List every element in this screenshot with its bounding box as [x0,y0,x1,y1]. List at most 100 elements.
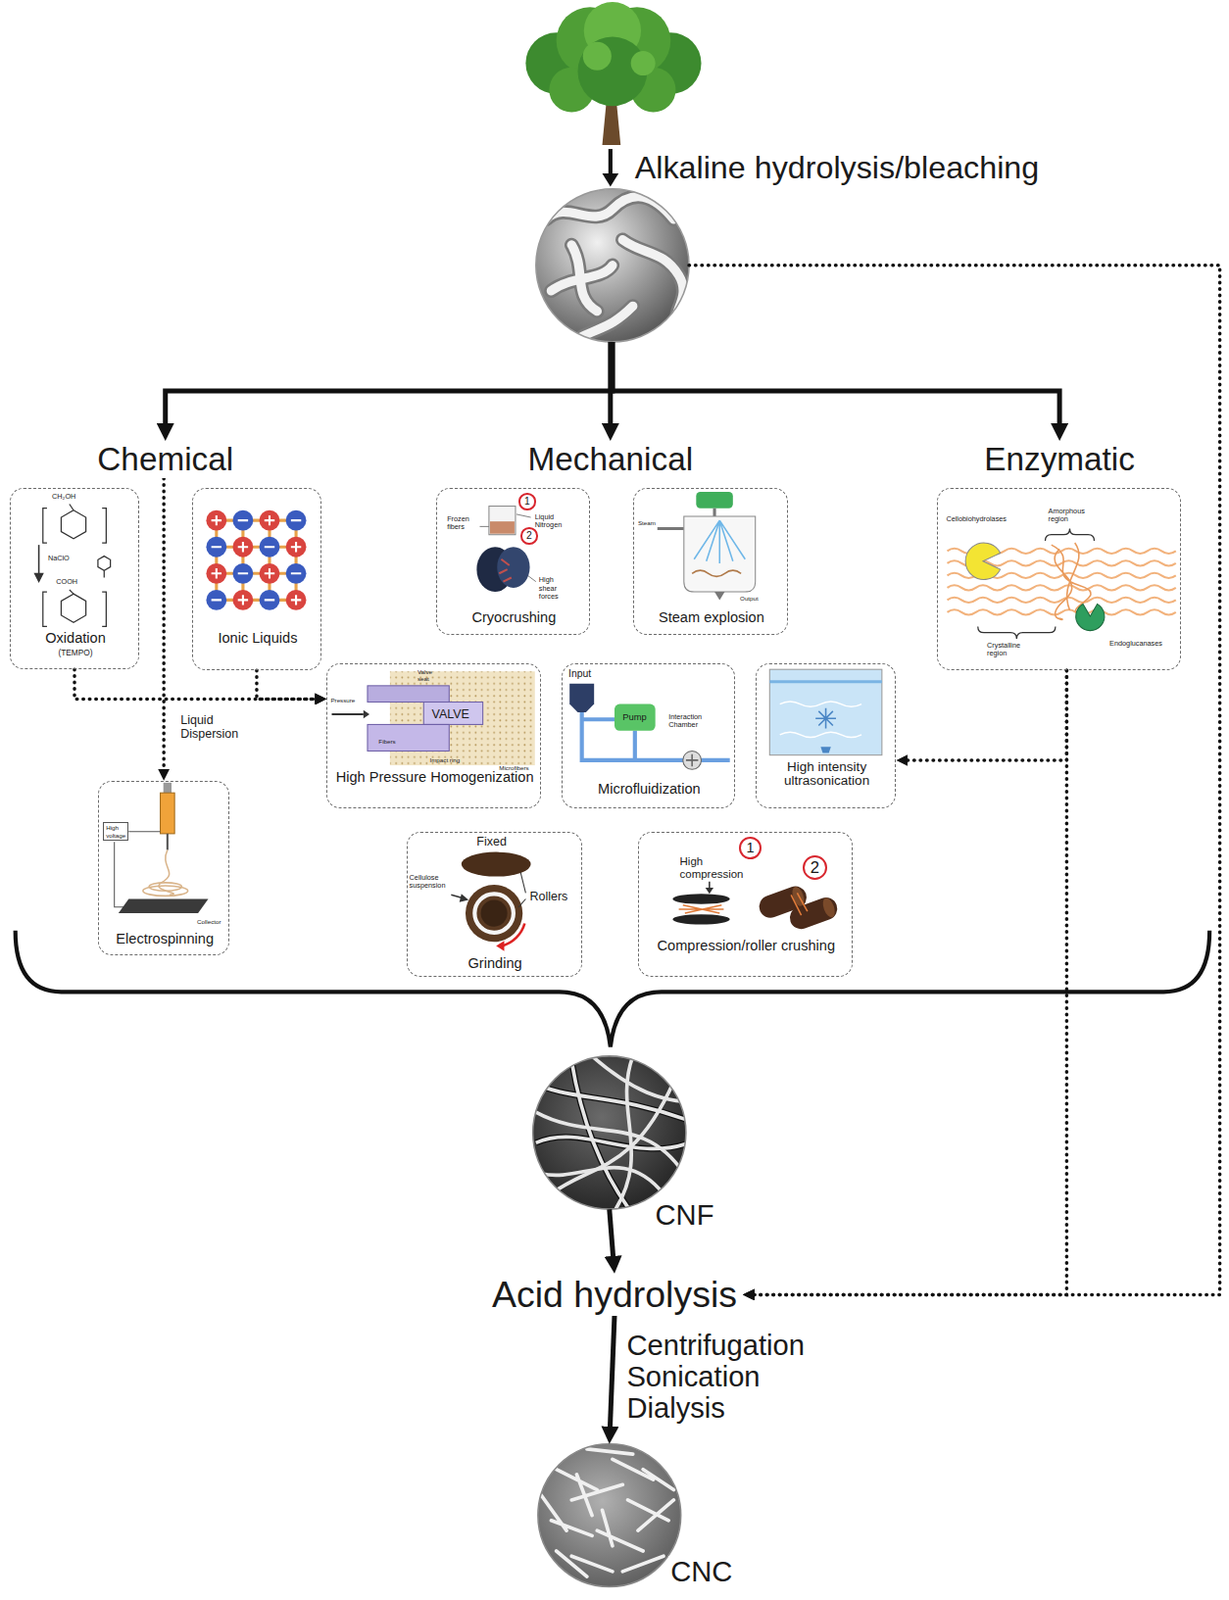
ionic-liquid-lattice [205,510,306,611]
section-heading: Mechanical [522,441,700,479]
steam-explosion-figure [695,491,733,509]
compression-figure [705,887,714,894]
part-label: Frozen fibers [446,515,470,533]
part-label: Endoglucanases [1109,639,1163,648]
ionic-liquid-lattice [205,510,306,611]
part-label: Collector [196,918,222,926]
method-title: High Pressure Homogenization [332,770,537,786]
part-label: Interaction Chamber [668,713,702,731]
compression-figure [672,914,730,925]
cnf-circle: CNF [533,1056,687,1210]
process-arrow [608,148,613,176]
section-heading: Enzymatic [978,441,1141,479]
pulp-micrograph [536,189,689,343]
step-label: Acid hydrolysis [491,1274,738,1317]
part-label: Cellulose suspension [409,874,446,891]
cnf-micrograph [536,1136,689,1149]
callout-number: 1 [738,836,762,860]
homogenizer-figure [363,710,370,719]
microfluidizer-figure [683,751,702,771]
grinder-figure [459,893,469,902]
ultrasonicator-figure [820,746,831,753]
part-label: Liquid Nitrogen [535,513,563,531]
circle-label: CNF [653,1199,717,1233]
homogenizer-figure [423,702,483,726]
oxidation-structure [43,591,107,627]
cnf-micrograph [536,1112,685,1174]
grinder-figure [450,852,531,952]
method-title: Electrospinning [103,931,226,947]
homogenizer-figure [367,686,449,703]
homogenizer-figure [332,671,536,766]
compression-figure [679,905,725,914]
electrospinning-figure [160,792,176,835]
circle-label: Alkaline hydrolysis/bleaching [633,149,1042,187]
merge-brace [15,931,1211,1048]
connector [901,670,1067,761]
ionic-liquid-lattice [211,515,302,606]
oxidation-structure [103,570,105,578]
cryocrushing-figure [476,506,536,592]
pulp-micrograph [536,189,689,343]
part-label: VALVE [432,707,470,722]
cryocrushing-figure [490,521,515,534]
cnf-micrograph [591,1056,694,1103]
homogenizer-figure [332,713,364,716]
oxidation-structure [38,544,41,576]
connector [74,669,321,699]
compression-figure [820,896,837,920]
method-box: CellobiohydrolasesAmorphous regionCrysta… [936,488,1181,671]
enzyme-figure [978,626,1056,639]
method-box: InputPumpInteraction ChamberMicrofluidiz… [561,663,736,809]
electrospinning-figure [114,783,209,914]
steam-explosion-figure [693,520,745,564]
oxidation-structure [43,508,107,543]
part-label: Impact ring [429,756,460,764]
part-label: Pressure [330,696,355,704]
cnc-micrograph [540,1449,674,1577]
method-title: Cryocrushing [442,609,587,626]
compression-figure [672,893,730,904]
ultrasonicator-figure [769,680,883,684]
cnc-micrograph [538,1444,682,1588]
ultrasonicator-figure [780,701,862,738]
cnf-micrograph [531,1056,695,1215]
cryocrushing-figure [496,546,530,589]
part-label: Output [739,594,759,602]
cnf-micrograph [533,1056,687,1210]
pulp-micrograph [545,196,685,338]
method-title: Oxidation [16,630,136,646]
connector [256,670,321,699]
heading-text: Mechanical [528,441,694,479]
grinder-figure [465,884,523,942]
part-label: Valve seat [417,668,433,683]
ionic-liquid-lattice [216,520,296,600]
ionic-liquid-lattice [211,520,302,600]
connector [609,1209,614,1266]
part-label: CH₂OH [51,492,76,501]
pulp-micrograph [622,240,684,328]
ultrasonicator-figure [769,669,883,755]
method-title: High intensity ultrasonication [761,760,892,788]
part-label: Crystalline region [986,641,1021,659]
tree-illustration [525,1,701,146]
section-heading: Chemical [91,441,240,479]
method-title: (TEMPO) [16,648,136,658]
cryocrushing-figure [498,559,511,583]
pulp-micrograph [550,265,612,292]
connector [688,265,1221,1296]
callout-number: 1 [518,492,537,511]
grinder-figure [481,900,508,928]
part-label: COOH [55,578,78,587]
part-label: Rollers [529,889,568,904]
grinder-figure [474,893,514,934]
enzyme-figure [947,609,1177,615]
pulp-micrograph [536,189,689,343]
compression-figure [708,882,711,889]
homogenizer-figure [367,724,449,751]
tree-illustration [583,42,612,71]
process-step: Acid hydrolysis [486,1274,743,1317]
